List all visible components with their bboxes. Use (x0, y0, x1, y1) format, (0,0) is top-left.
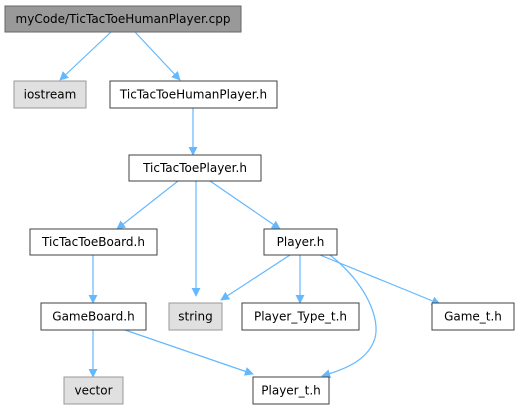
node-tictactoehumanplayer-h[interactable]: TicTacToeHumanPlayer.h (109, 80, 278, 109)
node-player-type-t-h[interactable]: Player_Type_t.h (241, 302, 360, 331)
node-gameboard-h[interactable]: GameBoard.h (40, 302, 147, 331)
edge-root-to-human-h (134, 31, 181, 81)
node-label: TicTacToePlayer.h (142, 161, 247, 175)
edge-tplayer-h-to-board-h (116, 180, 179, 230)
node-player-h[interactable]: Player.h (263, 228, 338, 256)
node-box (431, 302, 515, 331)
edges (59, 31, 441, 379)
edge-root-to-iostream (59, 31, 112, 81)
edge-player-h-to-player-t-h (321, 254, 377, 379)
node-box (128, 154, 262, 182)
node-label: Player.h (277, 235, 325, 249)
node-player-t-h[interactable]: Player_t.h (252, 376, 330, 405)
edge-player-h-to-string (220, 254, 291, 301)
node-label: GameBoard.h (52, 310, 134, 324)
node-box (4, 5, 242, 33)
edge-tplayer-h-to-player-h (209, 180, 281, 230)
node-box (29, 228, 158, 256)
node-label: TicTacToeBoard.h (41, 235, 145, 249)
node-game-t-h[interactable]: Game_t.h (431, 302, 515, 331)
node-box (13, 80, 87, 109)
node-label: TicTacToeHumanPlayer.h (119, 88, 267, 102)
node-label: string (178, 310, 212, 324)
node-root-file: myCode/TicTacToeHumanPlayer.cpp (4, 5, 242, 33)
node-tictactoeboard-h[interactable]: TicTacToeBoard.h (29, 228, 158, 256)
node-box (252, 376, 330, 405)
node-label: Player_Type_t.h (254, 310, 347, 324)
node-label: Player_t.h (261, 384, 320, 398)
node-tictactoeplayer-h[interactable]: TicTacToePlayer.h (128, 154, 262, 182)
edge-gameboard-h-to-player-t-h (124, 329, 254, 376)
node-iostream: iostream (13, 80, 87, 109)
node-label: Game_t.h (444, 310, 502, 324)
node-box (109, 80, 278, 109)
node-box (168, 302, 223, 331)
node-string: string (168, 302, 223, 331)
node-label: iostream (24, 88, 77, 102)
node-box (63, 376, 124, 405)
node-label: myCode/TicTacToeHumanPlayer.cpp (16, 12, 231, 26)
node-box (241, 302, 360, 331)
node-label: vector (74, 384, 112, 398)
node-vector: vector (63, 376, 124, 405)
node-box (40, 302, 147, 331)
node-box (263, 228, 338, 256)
